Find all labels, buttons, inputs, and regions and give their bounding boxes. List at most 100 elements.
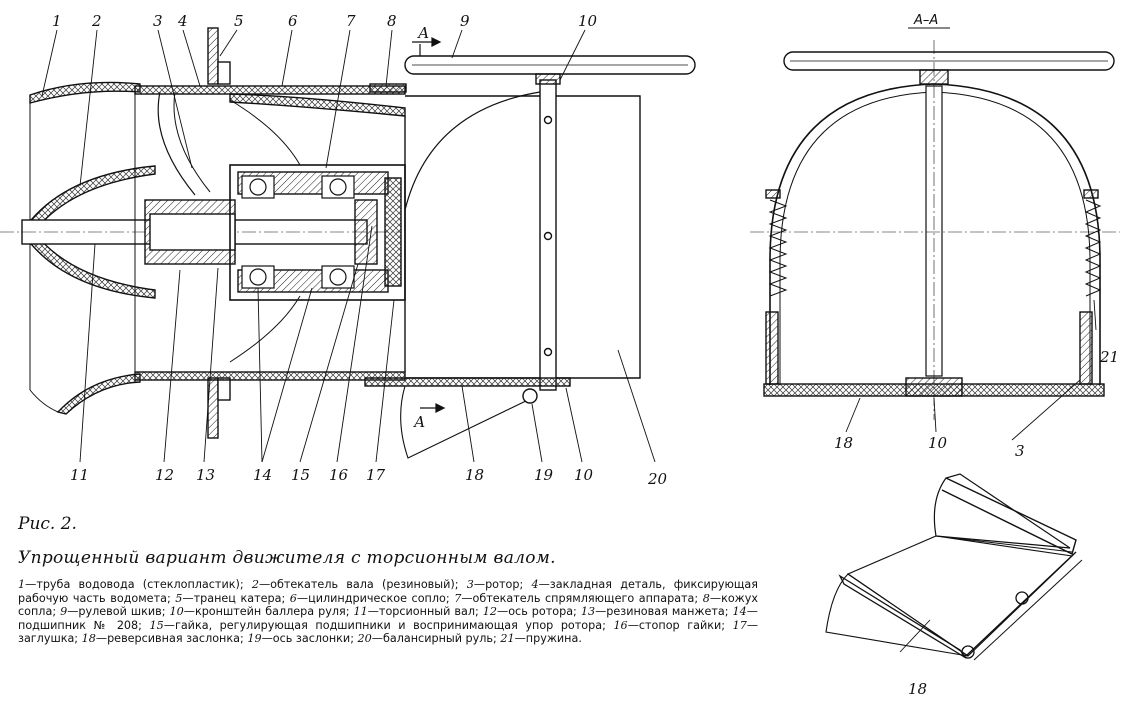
legend-text: —обтекатель вала (резиновый);	[258, 578, 467, 591]
callout-13: 13	[196, 466, 215, 484]
legend-text: —кронштейн баллера руля;	[183, 605, 354, 619]
callout-9: 9	[460, 12, 470, 30]
legend-number: 8	[702, 591, 710, 605]
main-section-view	[0, 27, 696, 459]
legend-text: —обтекатель спрямляющего аппарата;	[461, 591, 703, 605]
legend-text: —торсионный вал;	[367, 605, 483, 619]
adjusting-nut	[354, 199, 378, 265]
section-arrow-bottom-label: А	[413, 413, 425, 431]
legend-number: 7	[454, 591, 462, 605]
callout-8: 8	[387, 12, 397, 30]
transom	[207, 27, 219, 85]
legend-number: 11	[353, 605, 368, 619]
legend-number: 16	[613, 618, 628, 632]
reversing-flap	[364, 377, 571, 387]
end-plug	[384, 177, 402, 287]
callout-11: 11	[70, 466, 89, 484]
callouts-section: 21 18 10 3	[834, 348, 1119, 460]
duct-upper-wall	[29, 81, 141, 104]
leader-lines-main	[41, 29, 656, 463]
legend-text: —реверсивная заслонка;	[95, 632, 248, 646]
legend-text: —кожух сопла;	[18, 591, 759, 619]
callout-18: 18	[465, 466, 484, 484]
legend-text: —стопор гайки;	[627, 618, 733, 632]
callout-18-detail: 18	[908, 680, 927, 698]
callout-19: 19	[534, 466, 554, 484]
flap-detail-axis-2	[961, 645, 975, 659]
legend-number: 20	[357, 632, 372, 646]
callout-12: 12	[155, 466, 174, 484]
legend-number: 6	[289, 591, 297, 605]
spring-right	[1084, 199, 1102, 297]
callouts-main: 1 2 3 4 5 6 7 8 9 10 11 12 13 14 15 16 1…	[52, 12, 668, 488]
legend-number: 1	[18, 578, 26, 591]
legend-number: 14	[732, 605, 747, 619]
legend-number: 12	[482, 605, 498, 619]
flap-detail-axis-1	[1015, 591, 1029, 605]
section-arrow-top	[412, 37, 442, 56]
legend-number: 9	[60, 605, 68, 619]
section-arrow-bottom	[420, 403, 446, 413]
legend-text: —труба водовода (стеклопластик);	[25, 578, 252, 591]
legend-text: —заглушка;	[18, 618, 759, 646]
legend-number: 21	[500, 632, 515, 646]
figure-title: Упрощенный вариант движителя с торсионны…	[18, 548, 556, 568]
flap-axis	[522, 388, 538, 404]
callout-16: 16	[329, 466, 349, 484]
callout-21: 21	[1099, 348, 1119, 366]
callout-10-section: 10	[928, 434, 948, 452]
legend-text: —рулевой шкив;	[67, 605, 170, 619]
section-arrow-top-label: А	[417, 24, 429, 42]
legend-text: —пружина.	[514, 632, 582, 646]
callout-2: 2	[91, 12, 102, 30]
legend-number: 15	[149, 618, 164, 632]
legend-number: 17	[732, 618, 747, 632]
callout-4: 4	[177, 12, 188, 30]
legend-text: —цилиндрическое сопло;	[296, 591, 455, 605]
legend-text: —подшипник № 208;	[18, 605, 758, 632]
callout-15: 15	[291, 466, 310, 484]
callout-14: 14	[253, 466, 272, 484]
duct-lower-wall	[56, 373, 141, 415]
legend-text: —закладная деталь, фиксирующая рабочую ч…	[18, 578, 758, 605]
bearings-208	[241, 175, 355, 289]
legend-number: 13	[580, 605, 596, 619]
spring-left	[768, 199, 788, 297]
rotor-blade	[157, 91, 196, 196]
flap-detail-view	[825, 473, 1083, 661]
straightener-fairing	[229, 93, 406, 117]
legend-text: —транец катера;	[182, 591, 290, 605]
callout-3: 3	[153, 12, 163, 30]
callout-20: 20	[647, 470, 668, 488]
figure-label: Рис. 2.	[18, 514, 77, 534]
legend-text: —ось ротора;	[497, 605, 581, 619]
callout-5: 5	[234, 12, 244, 30]
callout-17: 17	[366, 466, 386, 484]
legend-text: —ротор;	[473, 578, 532, 591]
rudder-stock	[539, 79, 557, 391]
callout-6: 6	[288, 12, 298, 30]
callout-10b: 10	[574, 466, 594, 484]
callout-7: 7	[346, 12, 356, 30]
legend-number: 10	[169, 605, 184, 619]
section-aa-view	[750, 40, 1120, 420]
callout-1: 1	[52, 12, 62, 30]
balance-rudder	[405, 95, 641, 379]
callout-18-section: 18	[834, 434, 853, 452]
legend-number: 18	[81, 632, 96, 646]
legend-number: 2	[251, 578, 259, 591]
legend-number: 5	[175, 591, 183, 605]
section-title: А–А	[913, 13, 938, 28]
legend-number: 3	[466, 578, 474, 591]
legend-text: —гайка, регулирующая подшипники и воспри…	[163, 618, 614, 632]
legend-text: —ось заслонки;	[261, 632, 358, 646]
callout-10: 10	[578, 12, 598, 30]
leader-lines-section	[845, 299, 1097, 441]
legend-number: 19	[247, 632, 262, 646]
figure-legend: 1—труба водовода (стеклопластик); 2—обте…	[18, 578, 758, 646]
nozzle-housing-top	[134, 85, 406, 95]
callout-3-section: 3	[1015, 442, 1025, 460]
legend-text: —балансирный руль;	[371, 632, 501, 646]
legend-text: —резиновая манжета;	[595, 605, 733, 619]
